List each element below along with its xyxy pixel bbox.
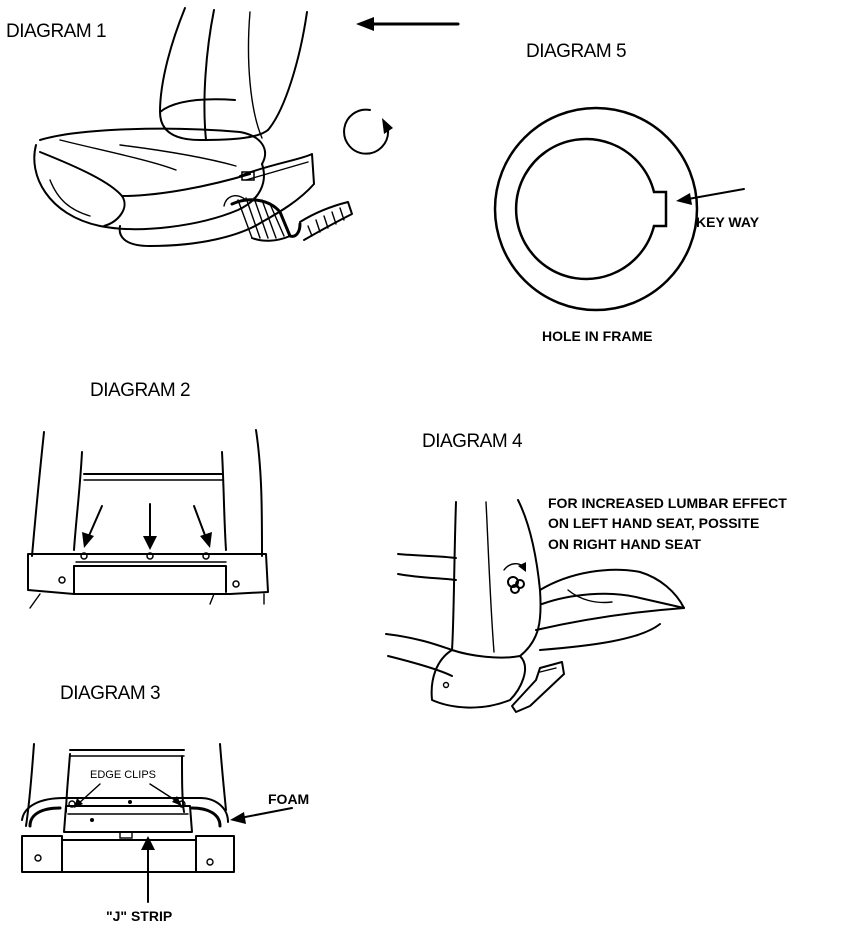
direction-arrow	[356, 17, 460, 31]
diagram-2: DIAGRAM 2	[27, 380, 269, 609]
lumbar-note-line-1: FOR INCREASED LUMBAR EFFECT	[548, 495, 787, 511]
recliner-mechanism	[223, 153, 315, 242]
lumbar-note-line-3: ON RIGHT HAND SEAT	[548, 536, 701, 552]
diagram-1-title: DIAGRAM 1	[6, 21, 106, 42]
seat-side-view	[385, 499, 685, 709]
lumbar-knob-icon	[503, 562, 526, 594]
keyway-pointer-arrow	[676, 188, 745, 205]
foam-pointer-arrow	[230, 807, 293, 824]
diagram-4-title: DIAGRAM 4	[422, 431, 523, 452]
foam-label: FOAM	[268, 791, 309, 807]
seat-frame-with-foam	[21, 797, 235, 873]
seat-back-underside	[31, 429, 263, 557]
diagram-5-title: DIAGRAM 5	[526, 41, 626, 62]
edge-clips-label: EDGE CLIPS	[90, 769, 156, 781]
keyway-label: KEY WAY	[696, 214, 760, 230]
recline-lever	[511, 661, 565, 713]
diagram-5: DIAGRAM 5 KEY WAY HOLE IN FRAME	[493, 41, 760, 344]
diagram-3: DIAGRAM 3 EDGE CLIPS	[21, 683, 309, 924]
push-arrows	[82, 503, 212, 550]
hole-in-frame-caption: HOLE IN FRAME	[542, 328, 652, 344]
edge-clips-pointer-arrows	[74, 783, 182, 808]
j-strip-pointer-arrow	[141, 836, 155, 903]
diagram-4: DIAGRAM 4 FOR INCREASED LUMBAR EFFECT ON…	[385, 431, 787, 713]
seat-frame-rail	[27, 552, 269, 609]
j-strip-label: "J" STRIP	[106, 908, 172, 924]
rotation-arrow-icon	[343, 108, 393, 155]
lumbar-note-line-2: ON LEFT HAND SEAT, POSSITE	[548, 515, 759, 531]
frame-hole-ring	[493, 106, 699, 312]
release-lever	[299, 201, 353, 241]
diagram-1: DIAGRAM 1	[6, 7, 460, 247]
diagram-3-title: DIAGRAM 3	[60, 683, 160, 704]
seat-cushion	[33, 127, 267, 247]
seat-back	[159, 7, 308, 141]
diagram-2-title: DIAGRAM 2	[90, 380, 190, 401]
